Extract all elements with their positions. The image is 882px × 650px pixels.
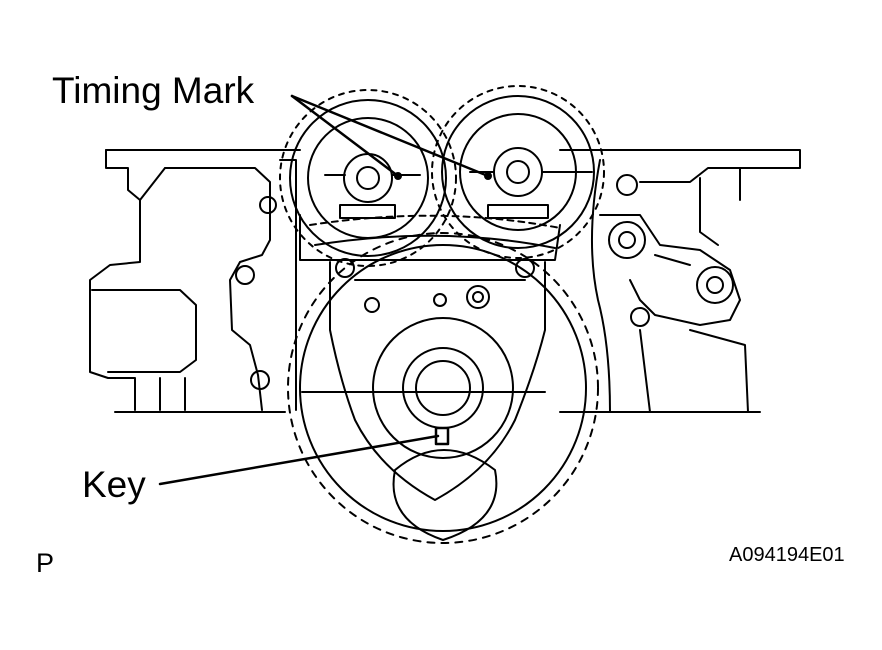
view-letter: P bbox=[36, 548, 55, 578]
timing-mark-leader-left bbox=[290, 94, 400, 178]
camshaft-gear-left bbox=[279, 89, 457, 267]
key-label: Key bbox=[82, 464, 146, 505]
crankshaft-gear bbox=[287, 232, 599, 544]
engine-block-right bbox=[559, 149, 801, 413]
idler-gear bbox=[299, 214, 561, 261]
engine-block-left bbox=[89, 149, 301, 413]
timing-mark-label: Timing Mark bbox=[52, 70, 255, 111]
camshaft-gear-right bbox=[431, 85, 605, 259]
timing-mark-leader-right bbox=[290, 94, 490, 178]
front-housing bbox=[301, 258, 546, 501]
figure-code: A094194E01 bbox=[729, 544, 845, 566]
key-leader bbox=[158, 434, 440, 486]
